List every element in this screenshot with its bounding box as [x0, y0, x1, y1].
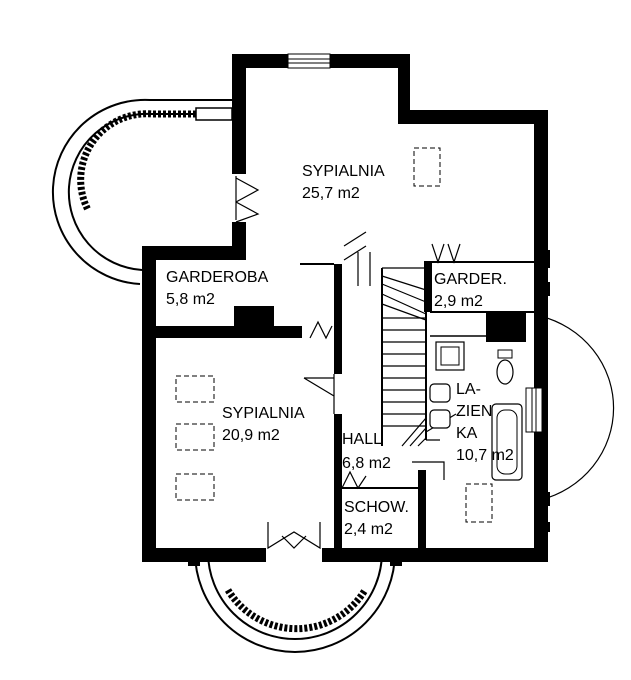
room-labels: SYPIALNIA 25,7 m2 GARDEROBA 5,8 m2 GARDE…	[166, 163, 514, 538]
room-name-bathroom-line2: ZIEN	[456, 403, 492, 420]
right-round-bay	[539, 315, 615, 501]
bottom-round-bay	[188, 548, 402, 653]
room-name-storage: SCHOW.	[344, 499, 409, 516]
room-area-wardrobe-right: 2,9 m2	[434, 293, 483, 310]
top-window	[287, 53, 331, 69]
right-window	[525, 387, 543, 433]
room-name-hall: HALL	[342, 431, 382, 448]
outer-walls	[142, 54, 548, 562]
room-area-bathroom: 10,7 m2	[456, 447, 514, 464]
bathroom-fixtures	[429, 341, 523, 481]
room-name-wardrobe-left: GARDEROBA	[166, 269, 269, 286]
room-area-bedroom-left: 20,9 m2	[222, 427, 280, 444]
room-name-wardrobe-right: GARDER.	[434, 271, 507, 288]
room-area-hall: 6,8 m2	[342, 455, 391, 472]
left-round-bay	[51, 98, 233, 285]
interior-walls	[142, 261, 534, 562]
room-name-bedroom-top: SYPIALNIA	[302, 163, 385, 180]
skylights	[175, 147, 493, 523]
room-name-bathroom-line1: LA-	[456, 381, 481, 398]
room-area-storage: 2,4 m2	[344, 521, 393, 538]
room-area-bedroom-top: 25,7 m2	[302, 185, 360, 202]
room-name-bathroom-line3: KA	[456, 425, 478, 442]
staircase	[343, 231, 427, 447]
room-name-bedroom-left: SYPIALNIA	[222, 405, 305, 422]
room-area-wardrobe-left: 5,8 m2	[166, 291, 215, 308]
